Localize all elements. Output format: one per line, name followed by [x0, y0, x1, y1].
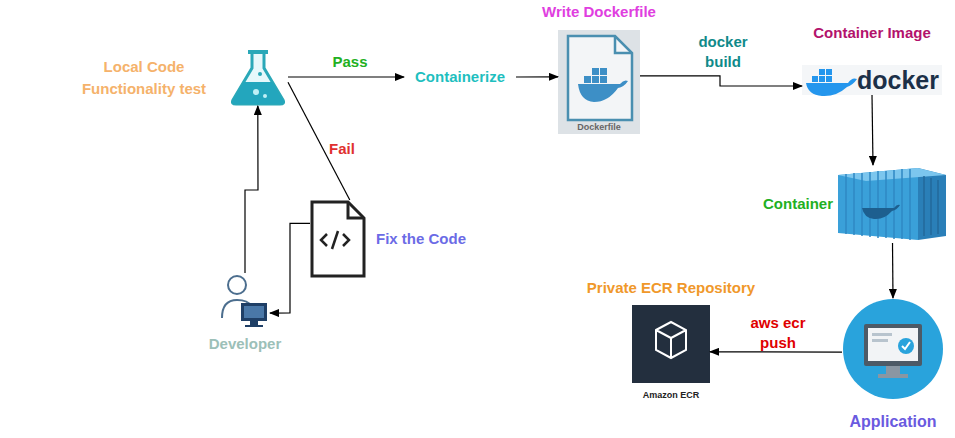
bubble: [253, 89, 259, 95]
monitor-stand: [250, 321, 258, 325]
flow-arrow: [710, 351, 842, 353]
test-step: Local Code Functionality test: [230, 48, 288, 106]
step-text: Containerize: [404, 66, 516, 88]
whale-box: [812, 76, 818, 82]
edge-label: Pass: [325, 52, 375, 72]
flask-rim: [248, 50, 268, 54]
node-text: Amazon ECR: [621, 389, 721, 401]
monitor: [241, 303, 267, 321]
container-ribs: [846, 169, 910, 240]
flow-arrow: [245, 106, 258, 273]
edge-label: docker build: [690, 32, 756, 72]
screen-line: [872, 333, 892, 336]
app-circle: [843, 299, 943, 399]
dockerfile-icon: [558, 30, 640, 134]
code-symbol: [321, 231, 349, 249]
flow-arrow: [288, 76, 404, 77]
flask-liquid: [232, 82, 283, 104]
node-title: Fix the Code: [376, 228, 500, 250]
code-file-icon: [312, 202, 364, 276]
whale-box: [592, 68, 599, 75]
monitor-screen: [244, 306, 264, 318]
check-mark: [902, 342, 910, 349]
node-title: Container: [743, 193, 833, 215]
whale-box: [819, 69, 825, 75]
whale-box: [600, 68, 607, 75]
node-text: Dockerfile: [558, 121, 640, 133]
developer-icon: [222, 276, 267, 327]
monitor-base: [878, 374, 908, 378]
node-title: Private ECR Repository: [566, 278, 776, 298]
flow-arrow: [892, 243, 894, 298]
container-icon: [838, 168, 946, 240]
ecr-cube: [656, 322, 686, 358]
whale-box: [592, 76, 599, 83]
node-title: Containerize: [404, 66, 516, 88]
application-step: Application: [842, 298, 944, 400]
ecr-icon: [632, 305, 710, 383]
node-title: Write Dockerfile: [524, 2, 674, 22]
head: [228, 276, 246, 294]
dockerfile-step: Write DockerfileDockerfile: [558, 30, 640, 134]
monitor-frame: [864, 324, 922, 366]
flow-arrow: [270, 223, 310, 313]
whale-box: [819, 76, 825, 82]
application-icon: [843, 299, 943, 399]
node-title: Application: [828, 411, 955, 433]
screen-line: [872, 339, 888, 342]
flask-body: [232, 52, 283, 104]
container-front: [838, 168, 918, 240]
flow-arrow: [872, 95, 873, 165]
whale-box: [600, 76, 607, 83]
whale-box: [826, 76, 832, 82]
bubble: [263, 94, 267, 98]
icon-background: [558, 30, 640, 134]
container-step: Container: [835, 165, 950, 243]
node-title: Developer: [197, 333, 293, 355]
developer: Developer: [220, 273, 270, 328]
file-outline: [312, 202, 364, 276]
node-title: Local Code Functionality test: [58, 56, 230, 100]
docker-logo: [802, 65, 942, 96]
node-text: docker: [857, 65, 943, 95]
flow-arrow: [516, 76, 558, 77]
ecr-repository: Private ECR RepositoryAmazon ECR: [632, 305, 710, 383]
edge-label: Fail: [322, 139, 362, 159]
file-fold: [615, 36, 632, 53]
whale-box: [584, 76, 591, 83]
fix-step: Fix the Code: [310, 200, 366, 278]
flask-icon: [232, 52, 283, 104]
container-ribs: [924, 176, 938, 236]
monitor-stand: [886, 366, 900, 374]
file-fold: [348, 202, 364, 218]
whale: [578, 80, 628, 102]
file-outline: [568, 36, 632, 120]
monitor-base: [245, 325, 263, 327]
edge-label: aws ecr push: [740, 313, 816, 353]
check-circle: [898, 338, 914, 354]
monitor-screen: [868, 328, 918, 361]
container-image-step: Container Imagedocker: [802, 65, 942, 95]
node-title: Container Image: [792, 23, 952, 43]
whale: [862, 205, 900, 219]
ecr-square: [632, 305, 710, 383]
flow-arrow: [640, 76, 802, 86]
whale-box: [826, 69, 832, 75]
bubble: [258, 72, 262, 76]
container-side: [918, 168, 946, 240]
